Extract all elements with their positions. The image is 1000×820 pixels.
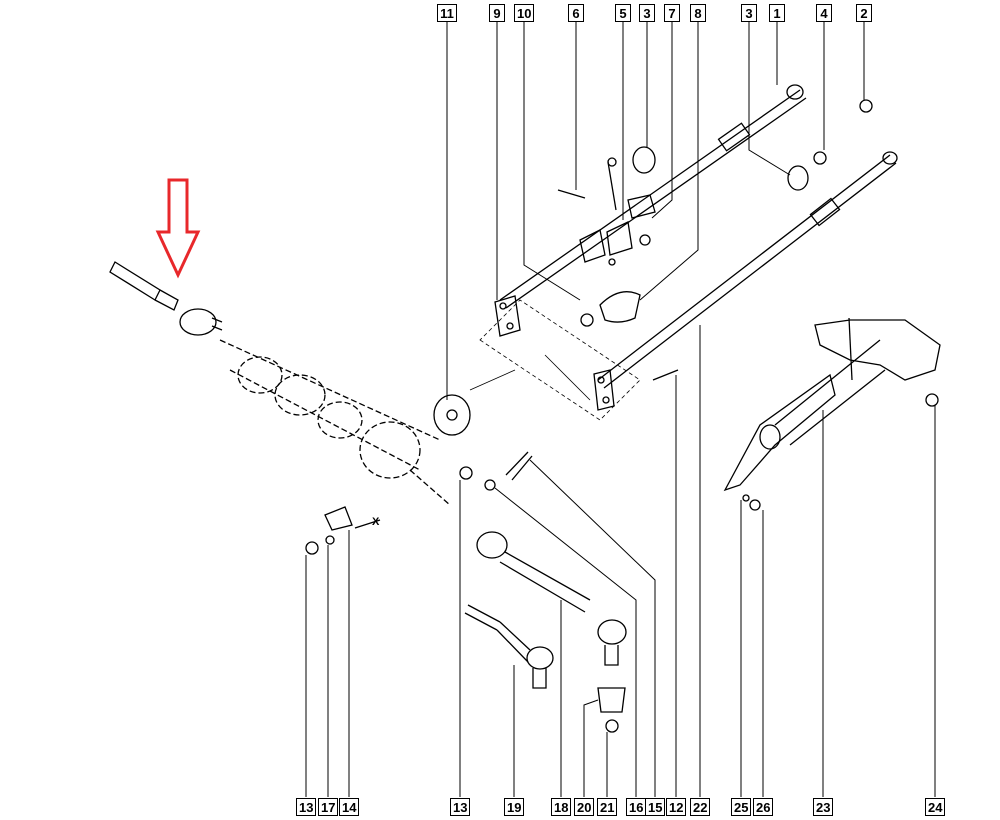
highlight-arrow-icon [155,178,201,279]
callout-18: 18 [551,798,571,816]
flange-22 [593,369,615,411]
callout-1: 1 [769,4,785,22]
callout-6: 6 [568,4,584,22]
callout-15: 15 [645,798,665,816]
callout-2: 2 [856,4,872,22]
callout-4: 4 [816,4,832,22]
callout-20: 20 [574,798,594,816]
callout-14: 14 [339,798,359,816]
callout-19: 19 [504,798,524,816]
callout-8: 8 [690,4,706,22]
callout-16: 16 [626,798,646,816]
dimension-label: X [372,516,380,528]
lower-shaft [597,151,898,389]
boot-and-nut [597,687,626,733]
callout-17: 17 [318,798,338,816]
callout-9: 9 [489,4,505,22]
callout-7: 7 [664,4,680,22]
steering-rack [219,339,451,506]
assembly-outline [469,299,641,421]
inner-tie-rod [109,261,223,336]
callout-25: 25 [731,798,751,816]
callout-5: 5 [615,4,631,22]
callout-11: 11 [437,4,457,22]
callout-10: 10 [514,4,534,22]
callout-3: 3 [639,4,655,22]
flexible-coupling [433,394,471,436]
upper-shaft [499,84,807,309]
steering-column [723,317,941,511]
callout-22: 22 [690,798,710,816]
tie-rod-end-19 [464,604,554,689]
callout-23: 23 [813,798,833,816]
callout-12: 12 [666,798,686,816]
leader-lines [305,22,936,797]
callout-13: 13 [450,798,470,816]
callout-13: 13 [296,798,316,816]
flange-9 [494,295,521,337]
callout-24: 24 [925,798,945,816]
clamp-parts [557,99,873,381]
callout-26: 26 [753,798,773,816]
callout-21: 21 [597,798,617,816]
outer-tie-rod-18 [476,531,627,666]
bolts [305,451,533,555]
callout-3: 3 [741,4,757,22]
